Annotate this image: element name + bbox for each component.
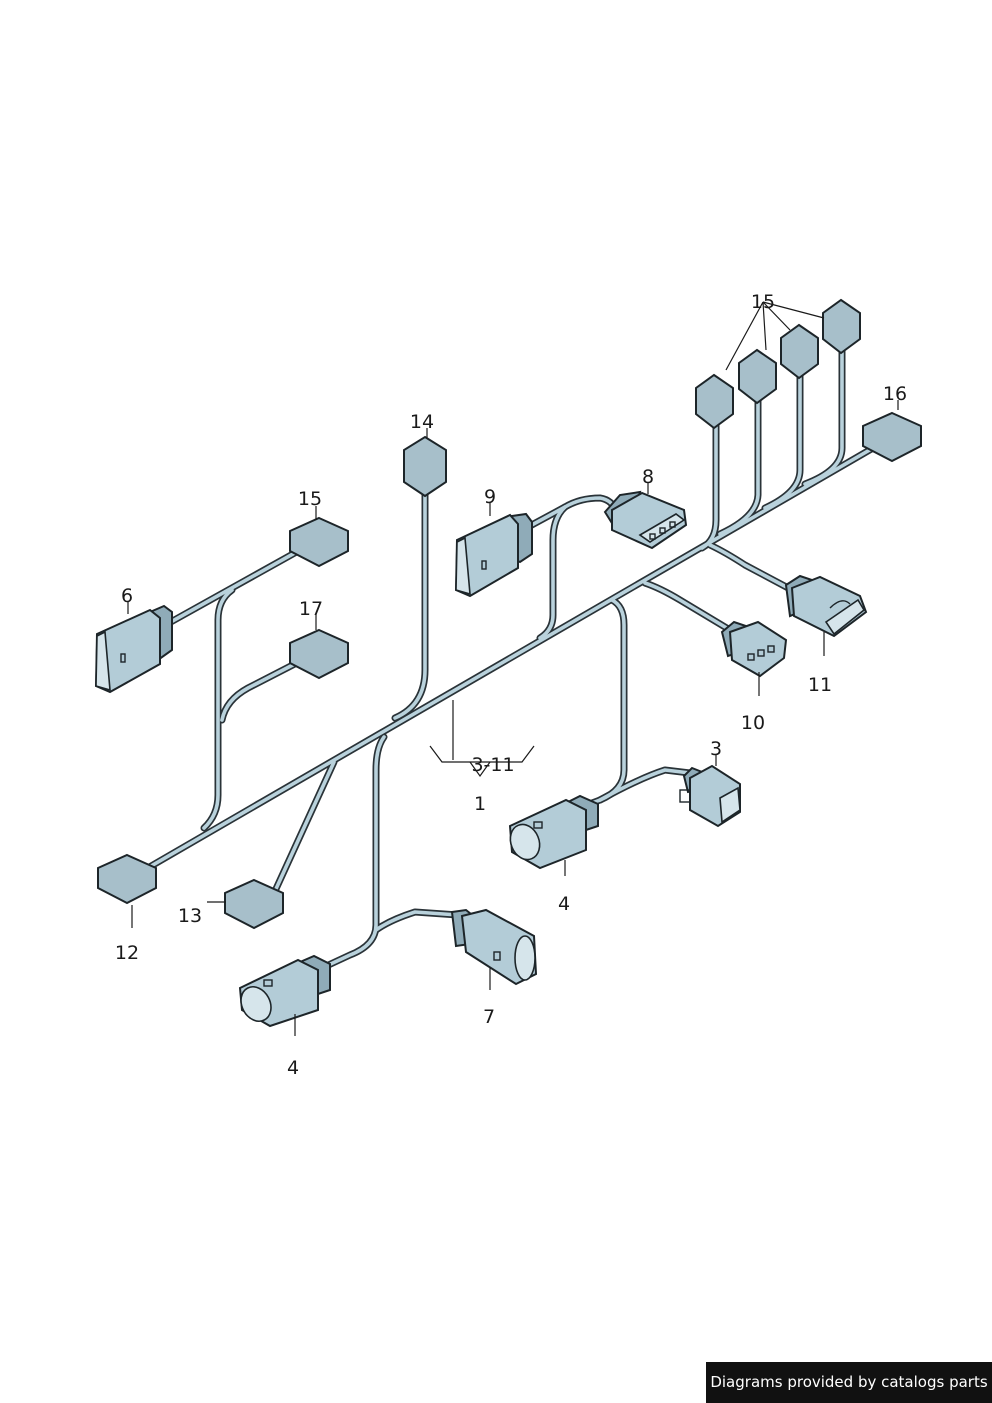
- label-7: 7: [483, 1006, 495, 1028]
- label-8: 8: [642, 466, 654, 488]
- hex-plug-15-left: [289, 516, 349, 568]
- hex-plug-15-a: [695, 373, 734, 430]
- connector-7: [450, 908, 538, 986]
- hex-plug-15-b: [738, 348, 777, 405]
- hex-plug-13: [224, 878, 284, 930]
- label-17: 17: [299, 598, 323, 620]
- label-4-middle: 4: [558, 893, 570, 915]
- label-13: 13: [178, 905, 202, 927]
- footer-credit: Diagrams provided by catalogs parts: [706, 1362, 992, 1403]
- leader-lines: [127, 301, 899, 1036]
- label-12: 12: [115, 942, 139, 964]
- connector-11: [784, 574, 868, 638]
- label-9: 9: [484, 486, 496, 508]
- label-14: 14: [410, 411, 434, 433]
- hex-plug-14: [403, 435, 447, 498]
- hex-plug-16: [862, 411, 922, 463]
- connector-3: [679, 764, 741, 828]
- connector-4-bottom: [238, 954, 331, 1028]
- label-16: 16: [883, 383, 907, 405]
- connector-4-middle: [508, 794, 599, 870]
- connector-9: [454, 512, 533, 598]
- label-4-bottom: 4: [287, 1057, 299, 1079]
- hex-plug-15-d: [822, 298, 861, 355]
- label-1: 1: [474, 793, 486, 815]
- label-15: 15: [751, 291, 775, 313]
- label-6: 6: [121, 585, 133, 607]
- connector-8: [603, 490, 688, 550]
- label-10: 10: [741, 712, 765, 734]
- hex-plug-15-c: [780, 323, 819, 380]
- connector-6: [94, 604, 173, 694]
- wire-harness: [123, 344, 896, 972]
- connector-10: [720, 620, 788, 678]
- hex-plug-12: [97, 853, 157, 905]
- label-11: 11: [808, 674, 832, 696]
- label-3-11: 3-11: [471, 754, 514, 776]
- hex-plug-17: [289, 628, 349, 680]
- label-3: 3: [710, 738, 722, 760]
- label-15-left: 15: [298, 488, 322, 510]
